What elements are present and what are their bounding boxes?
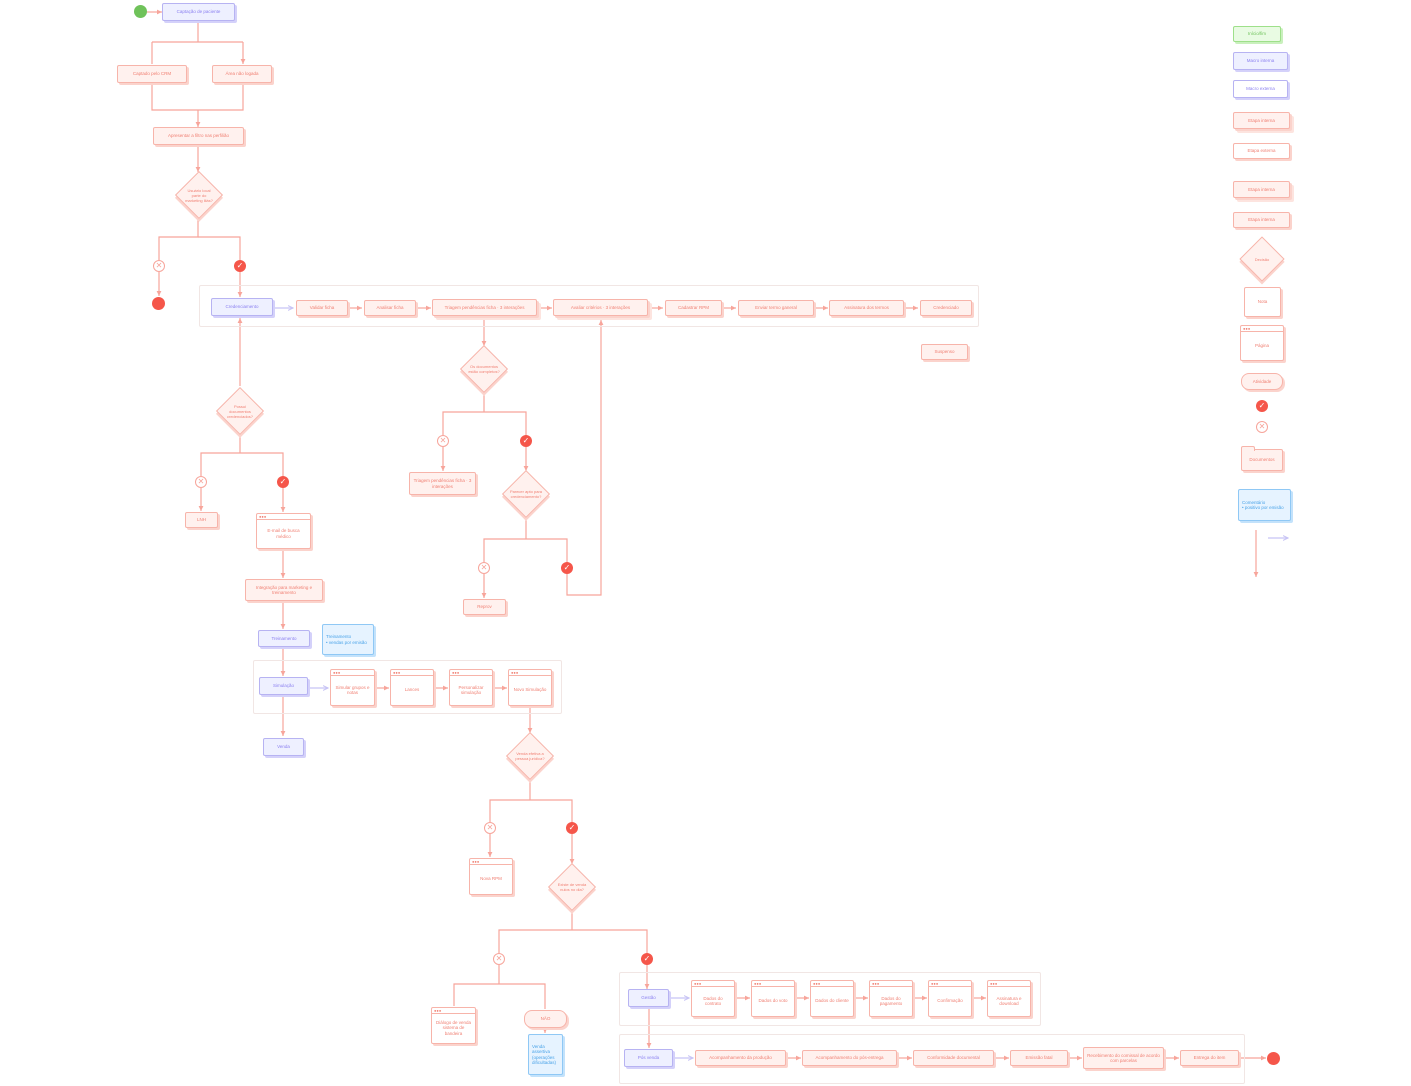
node-conformidade[interactable]: Conformidade documental: [913, 1050, 994, 1066]
pos-venda-group: [619, 1034, 1245, 1084]
node-entrega-item[interactable]: Entrega do item: [1180, 1050, 1239, 1066]
node-simular-grupos[interactable]: Simular grupos e notas: [330, 669, 375, 706]
note-venda-assertiva: Venda assertiva (operações dificultadas): [528, 1034, 563, 1075]
node-simulacao[interactable]: Simulação: [259, 677, 308, 695]
legend-etapa-interna-3: Etapa interna: [1233, 212, 1290, 228]
legend-macro-interna: Macro interna: [1233, 52, 1288, 70]
decision-usuario-local[interactable]: Usuário local parte do marketing lilás?: [174, 170, 224, 220]
node-assinatura-termos[interactable]: Assinatura dos termos: [829, 300, 904, 316]
no-icon: ✕: [493, 953, 505, 965]
node-reprov[interactable]: Reprov: [463, 599, 506, 615]
credenciamento-group: [199, 285, 979, 327]
node-nova-rpm[interactable]: Nova RPM: [469, 858, 513, 895]
node-emissao[interactable]: Emissão fatal: [1010, 1050, 1068, 1066]
node-captacao[interactable]: Captação de paciente: [162, 3, 235, 21]
node-assinatura-download[interactable]: Assinatura e download: [987, 980, 1031, 1017]
node-dados-pagamento[interactable]: Dados do pagamento: [869, 980, 913, 1017]
node-pos-venda[interactable]: Pós venda: [624, 1049, 673, 1067]
legend-decision: Decisão: [1239, 236, 1285, 282]
yes-icon: ✓: [520, 435, 532, 447]
decision-venda-efetiva[interactable]: Venda efetiva a pessoa jurídica?: [505, 731, 555, 781]
end-node: [152, 297, 165, 310]
node-lances[interactable]: Lances: [390, 669, 434, 706]
node-suspenso[interactable]: Suspenso: [921, 344, 968, 360]
no-icon: ✕: [437, 435, 449, 447]
no-icon: ✕: [478, 562, 490, 574]
node-dados-voto[interactable]: Dados do voto: [751, 980, 795, 1017]
no-icon: ✕: [195, 476, 207, 488]
node-integracao[interactable]: Integração para marketing e treinamento: [245, 579, 323, 601]
legend-documentos: Documentos: [1241, 446, 1283, 471]
node-treinamento[interactable]: Treinamento: [258, 630, 310, 647]
decision-label: Possui documentos credenciados?: [226, 403, 254, 419]
node-apresentar[interactable]: Apresentar a filtro nas perfilião: [153, 127, 244, 145]
legend-macro-externa: Macro externa: [1233, 80, 1288, 98]
legend-etapa-externa: Etapa externa: [1233, 143, 1290, 159]
legend-nota: Nota: [1244, 287, 1281, 317]
node-analisar-ficha[interactable]: Analisar ficha: [364, 300, 416, 316]
node-avaliar-criterios[interactable]: Avaliar critérios · 3 interações: [553, 299, 648, 316]
node-confirmacao[interactable]: Confirmação: [928, 980, 972, 1017]
node-validar-ficha[interactable]: Validar ficha: [296, 300, 348, 316]
simulacao-group: [253, 660, 562, 714]
legend-start-end: Início/fim: [1233, 26, 1281, 42]
legend-atividade: Atividade: [1241, 373, 1283, 390]
node-acompanhamento-producao[interactable]: Acompanhamento da produção: [695, 1050, 786, 1066]
node-cadastrar-rpm[interactable]: Cadastrar RPM: [665, 300, 722, 316]
end-node: [1267, 1052, 1280, 1065]
note-text: Venda assertiva (operações dificultadas): [532, 1043, 557, 1066]
decision-possui-docs[interactable]: Possui documentos credenciados?: [215, 386, 265, 436]
note-text: Comentário • positivo por emisão: [1242, 499, 1284, 511]
decision-label: Parecer apto para credenciamento?: [509, 489, 543, 499]
node-area-logada[interactable]: Área não logada: [212, 65, 272, 83]
gestao-group: [619, 972, 1041, 1026]
node-gestao[interactable]: Gestão: [628, 989, 669, 1007]
yes-icon: ✓: [277, 476, 289, 488]
note-treinamento: Treinamento • vendas por emisão: [322, 624, 374, 655]
legend-pagina: Página: [1240, 325, 1284, 361]
yes-icon: ✓: [641, 953, 653, 965]
yes-icon: ✓: [561, 562, 573, 574]
decision-documentos[interactable]: Os documentos estão completos?: [459, 344, 509, 394]
no-icon: ✕: [484, 822, 496, 834]
decision-parecer[interactable]: Parecer apto para credenciamento?: [501, 469, 551, 519]
node-venda[interactable]: Venda: [263, 738, 304, 756]
node-email-busca[interactable]: E-mail de busca médico: [256, 513, 311, 549]
node-triagem-pendencias[interactable]: Triagem pendências ficha · 3 interações: [432, 299, 537, 316]
node-dados-contrato[interactable]: Dados do contrato: [691, 980, 735, 1017]
decision-label: Usuário local parte do marketing lilás?: [185, 187, 213, 203]
decision-label: Existe de venda nulos no dia?: [557, 882, 587, 892]
node-novo-simulacao[interactable]: Novo Simulação: [508, 669, 552, 706]
node-lnh[interactable]: LNH: [185, 512, 218, 528]
legend-no-icon: ✕: [1256, 421, 1268, 433]
node-dados-cliente[interactable]: Dados do cliente: [810, 980, 854, 1017]
node-nao[interactable]: NÃO: [524, 1010, 567, 1028]
node-enviar-termo[interactable]: Enviar termo ganeral: [738, 300, 814, 316]
node-triagem-pendencias-2[interactable]: Triagem pendências ficha · 3 interações: [409, 472, 476, 495]
legend-yes-icon: ✓: [1256, 400, 1268, 412]
yes-icon: ✓: [566, 822, 578, 834]
yes-icon: ✓: [234, 260, 246, 272]
start-node: [134, 5, 147, 18]
decision-existe-venda[interactable]: Existe de venda nulos no dia?: [547, 862, 597, 912]
node-recebimento[interactable]: Recebimento do comissal de acordo com pa…: [1083, 1047, 1164, 1069]
node-credenciado[interactable]: Credenciado: [920, 300, 972, 316]
note-text: Treinamento • vendas por emisão: [326, 634, 367, 645]
node-credenciamento[interactable]: Credenciamento: [211, 298, 273, 316]
node-personalizar[interactable]: Personalizar simulação: [449, 669, 493, 706]
node-captado-crm[interactable]: Captado pelo CRM: [117, 65, 187, 83]
legend-etapa-interna-stack: Etapa interna: [1233, 112, 1290, 129]
legend-comentario: Comentário • positivo por emisão: [1238, 489, 1291, 521]
decision-label: Venda efetiva a pessoa jurídica?: [515, 751, 545, 761]
node-acompanhamento-pos-entrega[interactable]: Acompanhamento do pós-entrega: [802, 1050, 897, 1066]
decision-label: Os documentos estão completos?: [468, 364, 500, 374]
decision-label: Decisão: [1254, 256, 1270, 262]
legend-etapa-interna-2: Etapa interna: [1233, 181, 1290, 198]
node-dialogo-venda[interactable]: Diálogo de venda sistema de bandeira: [431, 1007, 476, 1044]
no-icon: ✕: [153, 260, 165, 272]
